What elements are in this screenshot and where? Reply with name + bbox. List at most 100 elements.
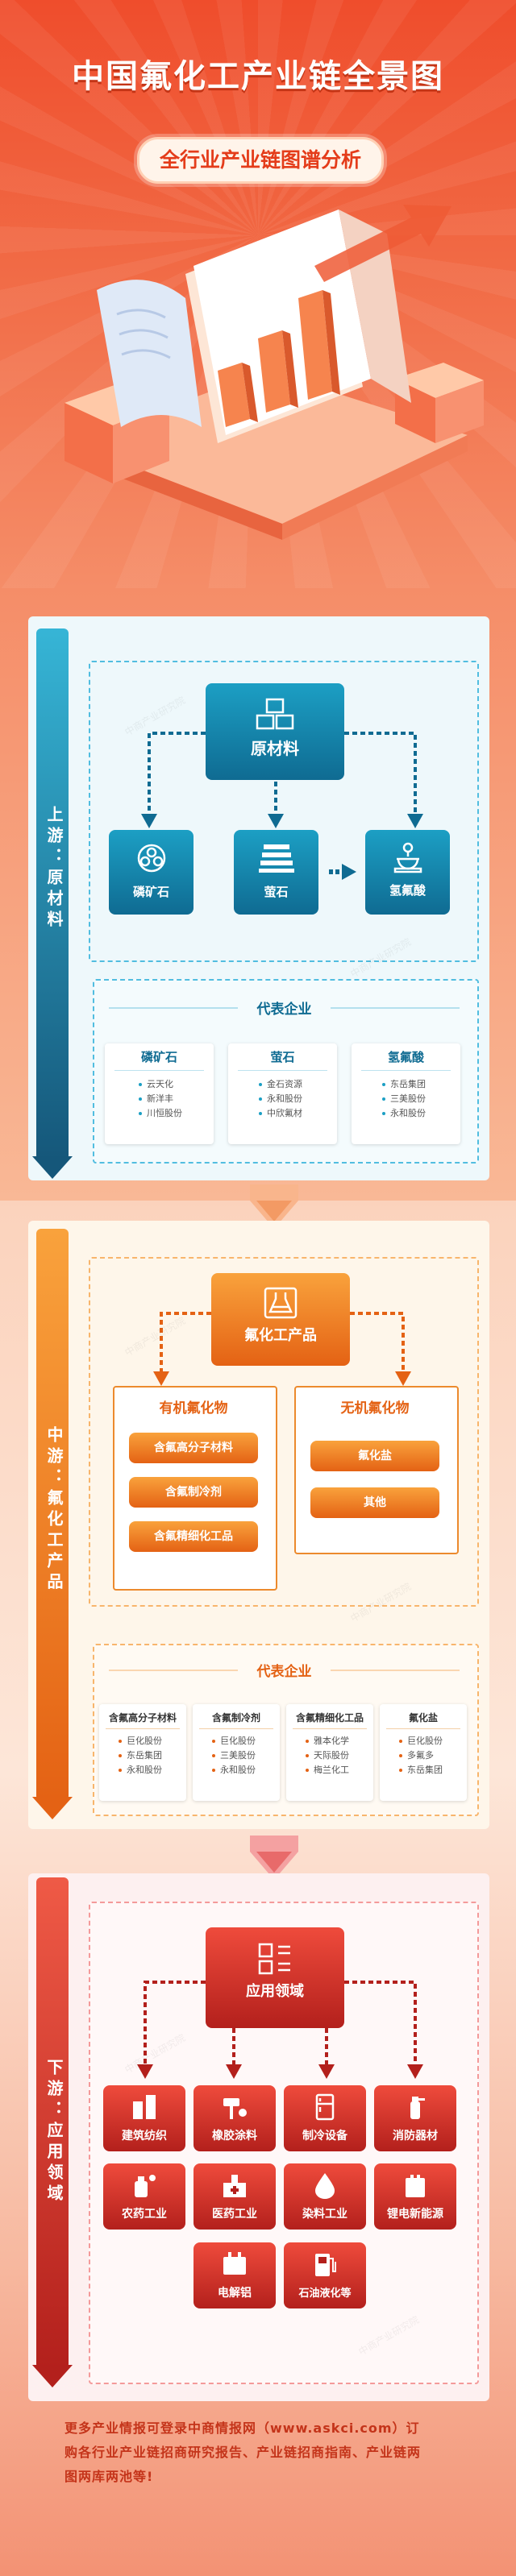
upstream-item-phosphate: 磷矿石	[109, 830, 194, 915]
upstream-rep-card: 萤石 金石资源 永和股份 中欣氟材	[228, 1043, 337, 1144]
downstream-item: 消防器材	[374, 2085, 456, 2151]
cubes-icon	[256, 698, 294, 730]
footer-text: 更多产业情报可登录中商情报网（www.askci.com）订 购各行业产业链招商…	[64, 2416, 476, 2489]
building-icon	[133, 2095, 156, 2119]
dye-drop-icon	[315, 2173, 335, 2199]
card-item: 永和股份	[382, 1106, 460, 1121]
card-item: 川恒股份	[139, 1106, 214, 1121]
inorganic-item: 氟化盐	[310, 1441, 439, 1471]
card-title: 含氟精细化工品	[295, 1712, 364, 1724]
upstream-sidebar	[36, 628, 69, 1160]
upstream-rep-title: 代表企业	[256, 1002, 312, 1018]
card-title: 氢氟酸	[387, 1050, 424, 1064]
inorganic-fluoride-title: 无机氟化物	[340, 1400, 410, 1417]
card-item: 金石资源	[259, 1077, 337, 1092]
organic-item: 含氟高分子材料	[129, 1433, 258, 1463]
card-title: 氟化盐	[408, 1712, 438, 1724]
upstream-rep-card: 氢氟酸 东岳集团 三美股份 永和股份	[352, 1043, 460, 1144]
section-arrow-midstream-to-downstream	[250, 1836, 298, 1880]
card-title: 含氟高分子材料	[108, 1712, 177, 1724]
downstream-label: 下游：应用领域	[44, 2059, 64, 2205]
card-item: 梅兰化工	[306, 1763, 373, 1777]
upstream-rep-rule	[109, 1007, 460, 1009]
card-item: 三美股份	[382, 1092, 460, 1106]
organic-item: 含氟制冷剂	[129, 1477, 258, 1508]
downstream-item: 橡胶涂料	[194, 2085, 276, 2151]
arrow-right-icon	[329, 864, 356, 880]
midstream-sidebar	[36, 1229, 69, 1801]
card-item: 天际股份	[306, 1748, 373, 1763]
card-item: 东岳集团	[399, 1763, 467, 1777]
midstream-sidebar-arrow	[32, 1797, 73, 1819]
upstream-sidebar-arrow	[32, 1156, 73, 1179]
fuel-pump-icon	[315, 2254, 336, 2276]
upstream-item-label: 氢氟酸	[389, 883, 426, 898]
midstream-rep-card: 含氟制冷剂 巨化股份 三美股份 永和股份	[193, 1704, 280, 1801]
upstream-item-label: 萤石	[264, 885, 289, 899]
fluorite-icon	[258, 844, 294, 873]
pesticide-icon	[135, 2175, 156, 2197]
molecule-icon	[393, 842, 422, 873]
card-item: 中欣氟材	[259, 1106, 337, 1121]
midstream-rep-title: 代表企业	[256, 1664, 312, 1680]
downstream-sidebar	[36, 1877, 69, 2369]
downstream-item: 石油液化等	[284, 2242, 366, 2308]
card-item: 三美股份	[212, 1748, 280, 1763]
card-item: 永和股份	[212, 1763, 280, 1777]
upstream-rep-card: 磷矿石 云天化 新洋丰 川恒股份	[105, 1043, 214, 1144]
card-item: 巨化股份	[399, 1734, 467, 1748]
fire-extinguisher-icon	[410, 2097, 425, 2119]
footer-line: 图两库两池等!	[64, 2469, 154, 2484]
midstream-rep-card: 含氟高分子材料 巨化股份 东岳集团 永和股份	[99, 1704, 186, 1801]
upstream-label: 上游：原材料	[44, 806, 64, 931]
downstream-item: 制冷设备	[284, 2085, 366, 2151]
card-item: 东岳集团	[382, 1077, 460, 1092]
upstream-main-box: 原材料	[206, 683, 344, 780]
organic-item: 含氟精细化工品	[129, 1521, 258, 1552]
upstream-main-label: 原材料	[251, 739, 299, 758]
downstream-item: 建筑纺织	[103, 2085, 185, 2151]
footer-line: 更多产业情报可登录中商情报网（www.askci.com）订	[64, 2420, 420, 2436]
downstream-item: 农药工业	[103, 2163, 185, 2230]
page-subtitle: 全行业产业链图谱分析	[137, 137, 384, 184]
downstream-connectors	[137, 1981, 423, 2079]
refrigerator-icon	[315, 2093, 335, 2121]
aluminum-icon	[223, 2252, 246, 2275]
card-item: 新洋丰	[139, 1092, 214, 1106]
card-item: 巨化股份	[212, 1734, 280, 1748]
footer-line: 购各行业产业链招商研究报告、产业链招商指南、产业链两	[64, 2445, 422, 2460]
downstream-main-label: 应用领域	[246, 1983, 304, 2000]
upstream-item-label: 磷矿石	[132, 885, 169, 899]
card-title: 磷矿石	[140, 1050, 177, 1064]
card-title: 萤石	[270, 1050, 295, 1064]
midstream-main-label: 氟化工产品	[244, 1327, 317, 1344]
card-item: 多氟多	[399, 1748, 467, 1763]
section-arrow-upstream-to-midstream	[250, 1184, 298, 1229]
midstream-rep-card: 含氟精细化工品 雅本化学 天际股份 梅兰化工	[286, 1704, 373, 1801]
page-title: 中国氟化工产业链全景图	[72, 58, 444, 95]
downstream-item: 医药工业	[194, 2163, 276, 2230]
card-item: 云天化	[139, 1077, 214, 1092]
downstream-item: 染料工业	[284, 2163, 366, 2230]
card-item: 巨化股份	[119, 1734, 186, 1748]
organic-fluoride-title: 有机氟化物	[159, 1400, 228, 1417]
downstream-item: 锂电新能源	[374, 2163, 456, 2230]
midstream-rep-card: 氟化盐 巨化股份 多氟多 东岳集团	[380, 1704, 467, 1801]
midstream-main-box: 氟化工产品	[211, 1273, 350, 1366]
card-item: 永和股份	[259, 1092, 337, 1106]
upstream-item-fluorite: 萤石	[234, 830, 318, 915]
downstream-main-box: 应用领域	[206, 1927, 344, 2028]
grid-apps-icon	[258, 1943, 290, 1975]
downstream-sidebar-arrow	[32, 2365, 73, 2387]
inorganic-item: 其他	[310, 1487, 439, 1518]
paint-icon	[223, 2098, 247, 2119]
card-item: 东岳集团	[119, 1748, 186, 1763]
card-item: 雅本化学	[306, 1734, 373, 1748]
upstream-diagram-frame	[89, 661, 479, 962]
upstream-connectors	[141, 732, 423, 828]
header-illustration	[64, 205, 484, 540]
midstream-connectors	[153, 1312, 411, 1386]
battery-icon	[406, 2175, 425, 2197]
flask-icon	[264, 1287, 298, 1319]
card-title: 含氟制冷剂	[211, 1712, 260, 1724]
